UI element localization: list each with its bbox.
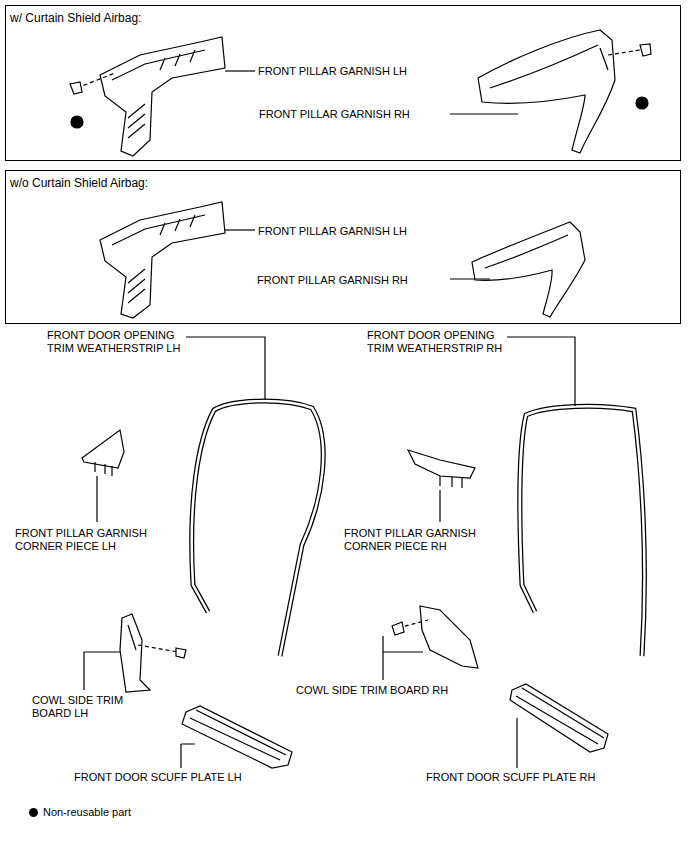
panel-heading: w/o Curtain Shield Airbag: — [10, 176, 148, 190]
part-name: FRONT DOOR SCUFF PLATE RH — [426, 771, 596, 784]
non-reusable-dot — [29, 808, 38, 817]
part-name: FRONT PILLAR GARNISH LH — [258, 65, 407, 78]
part-name: FRONT DOOR OPENING TRIM WEATHERSTRIP RH — [367, 329, 517, 355]
legend-text: Non-reusable part — [43, 806, 131, 819]
part-name: FRONT PILLAR GARNISH LH — [258, 225, 407, 238]
part-name: FRONT PILLAR GARNISH RH — [257, 274, 408, 287]
part-name: FRONT DOOR SCUFF PLATE LH — [74, 771, 242, 784]
part-name: FRONT DOOR OPENING TRIM WEATHERSTRIP LH — [47, 329, 197, 355]
part-name: FRONT PILLAR GARNISH RH — [259, 108, 410, 121]
variant-panel: w/o Curtain Shield Airbag: FRONT PILLAR G… — [5, 170, 681, 324]
part-name: COWL SIDE TRIM BOARD RH — [296, 684, 448, 697]
part-name: FRONT PILLAR GARNISH CORNER PIECE LH — [15, 527, 165, 553]
part-name: FRONT PILLAR GARNISH CORNER PIECE RH — [344, 527, 494, 553]
panel-heading: w/ Curtain Shield Airbag: — [10, 11, 141, 25]
part-name: COWL SIDE TRIM BOARD LH — [32, 694, 144, 720]
variant-panel: w/ Curtain Shield Airbag: FRONT PILLAR GA… — [5, 5, 681, 161]
